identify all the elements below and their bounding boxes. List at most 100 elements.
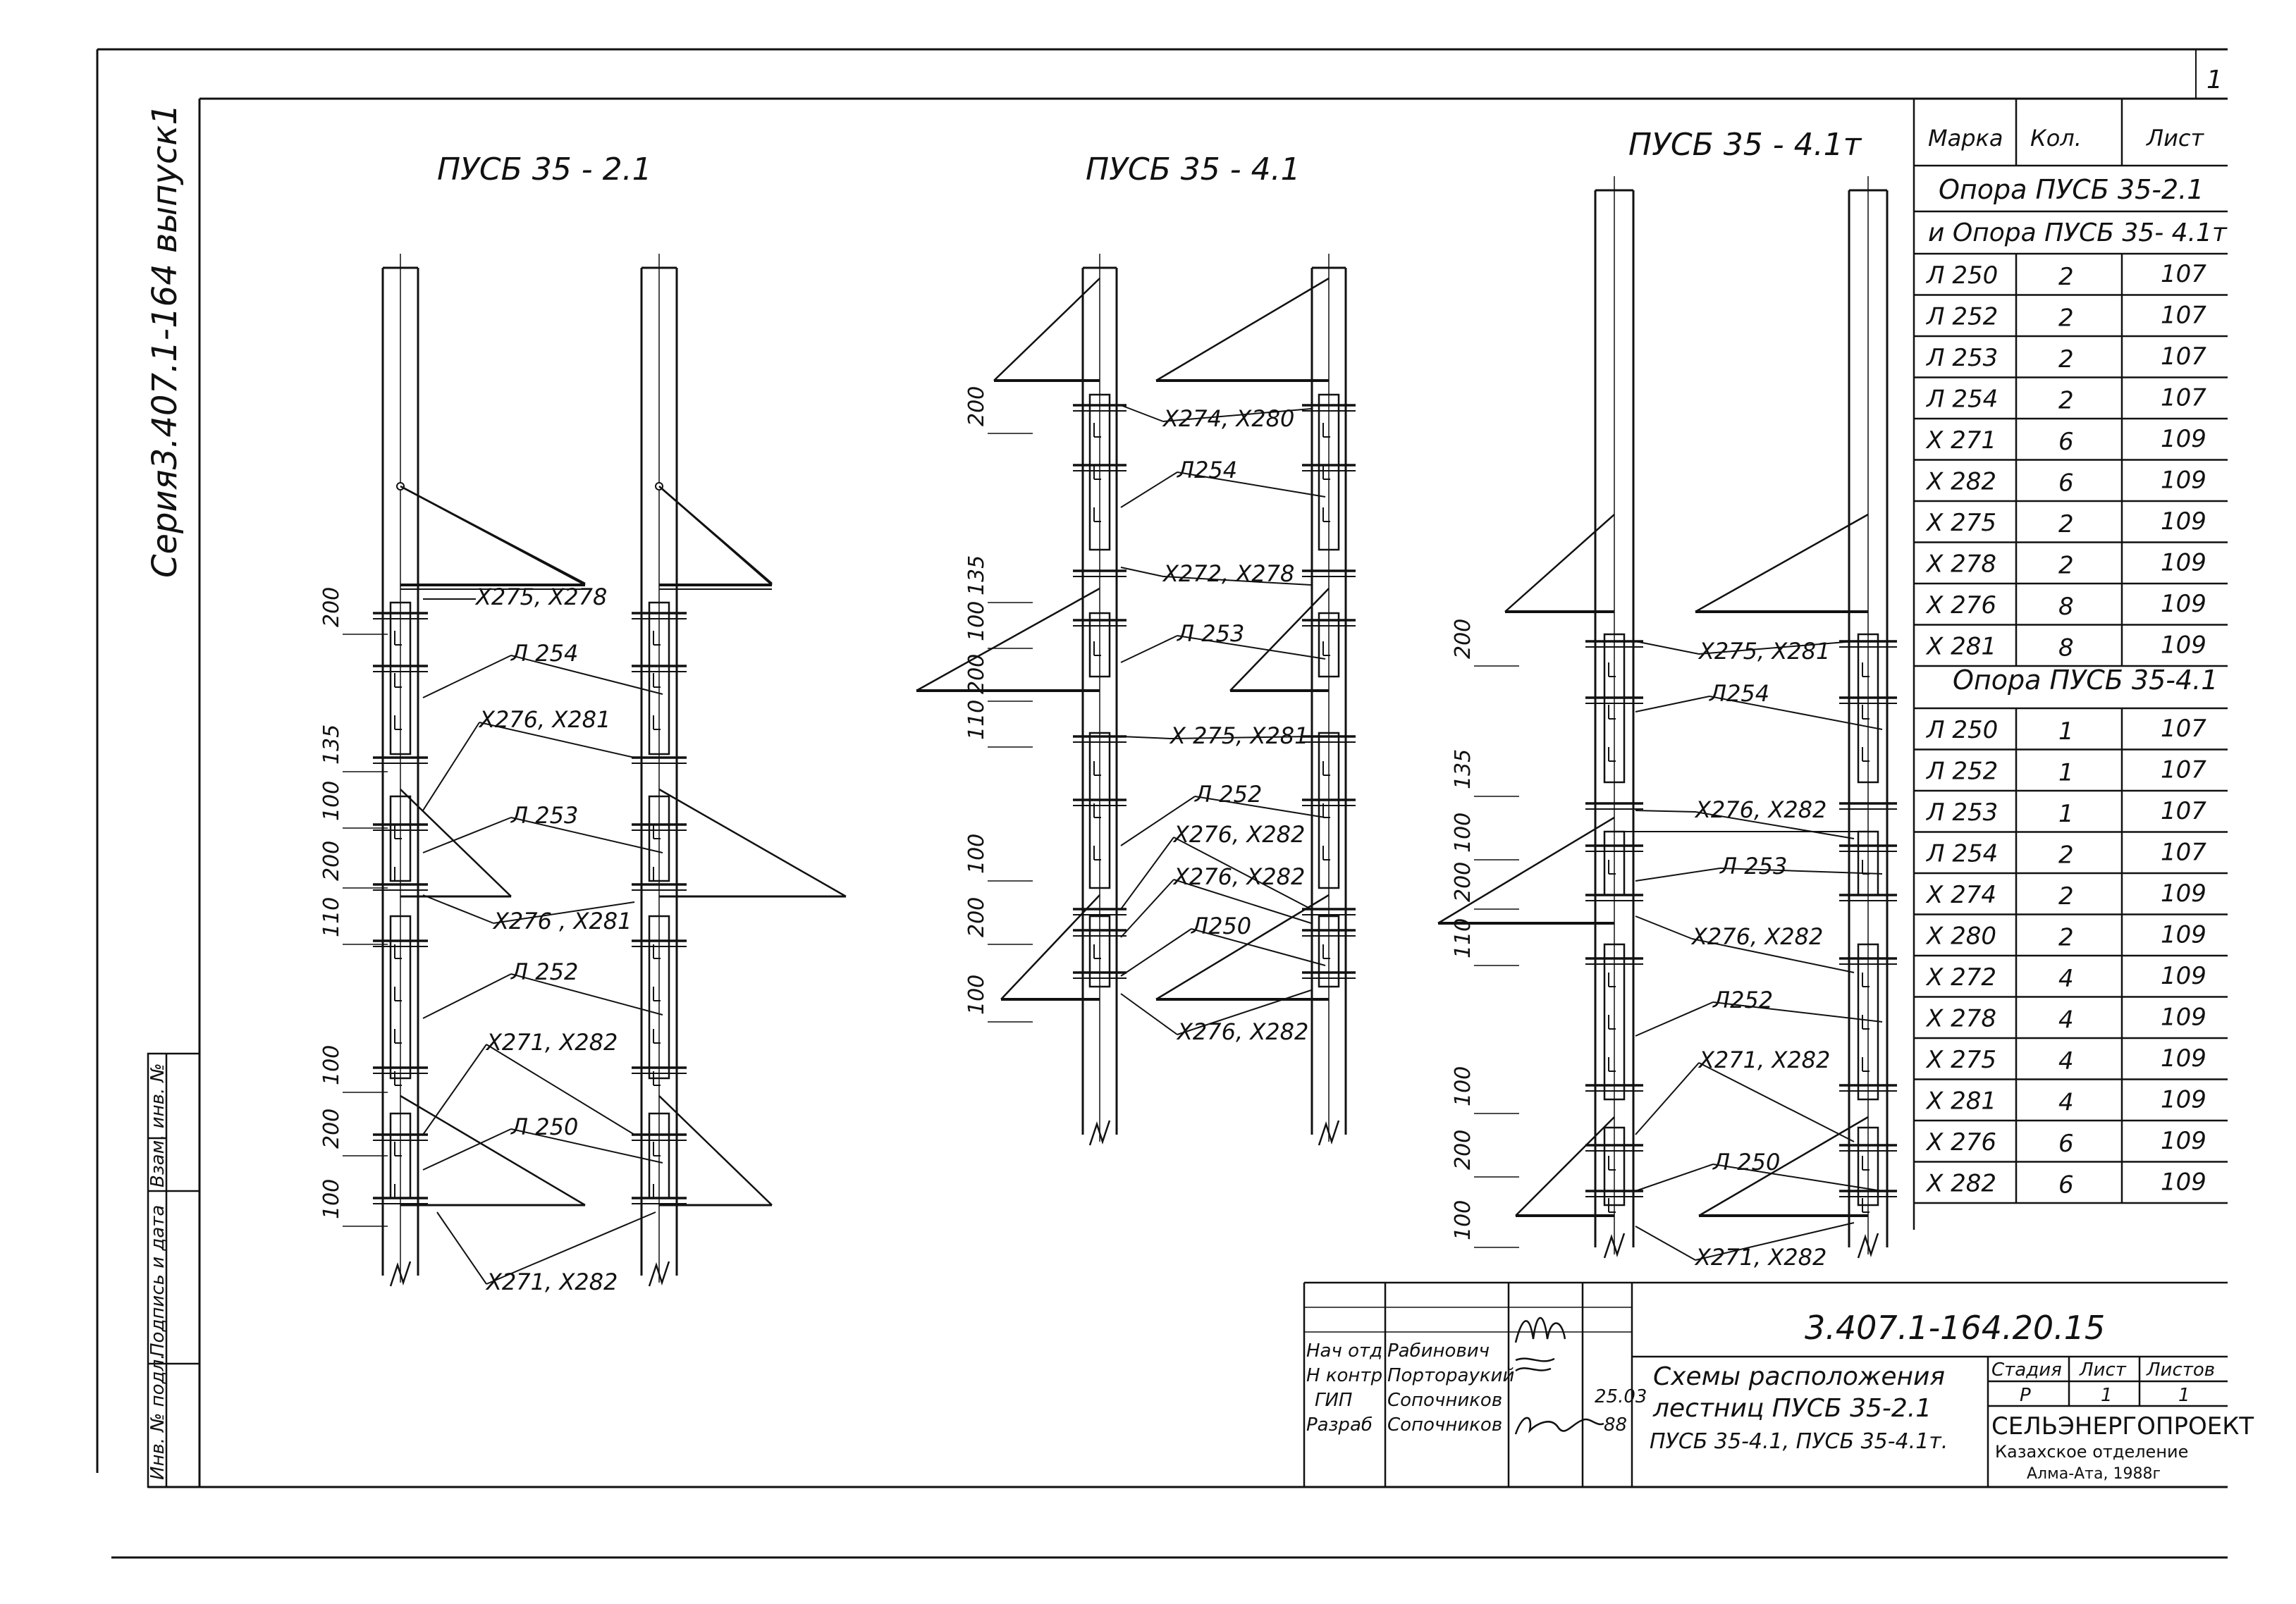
v3-leader (1635, 810, 1696, 813)
v1-dim-1: 135 (319, 724, 344, 765)
v2-leader (1120, 635, 1178, 663)
v2-r4-ladder (1318, 915, 1340, 988)
v2-r3-ladder (1318, 732, 1340, 889)
v1-dim-2: 100 (319, 781, 344, 821)
v2-brace (1155, 277, 1330, 382)
v2-brace (916, 587, 1100, 692)
v2-r2-ladder (1318, 612, 1340, 678)
v3-r4-ladder (1857, 1126, 1879, 1207)
title-line-2: лестниц ПУСБ 35-2.1 (1652, 1394, 1932, 1423)
v2-brace (1000, 894, 1100, 1000)
v2-l2-ladder (1088, 612, 1111, 678)
v1-brace (658, 486, 773, 584)
spec-g2-qty-0: 1 (2058, 717, 2074, 746)
v3-dim-3: 200 (1451, 862, 1475, 902)
spec-g2-mark-8: X 275 (1925, 1046, 1996, 1074)
v1-pole-right-break-mark (648, 1261, 670, 1287)
v2-leader (1120, 471, 1178, 508)
spec-g1-mark-3: Л 254 (1925, 385, 1998, 414)
strip-sign-label: Подпись и дата (147, 1205, 168, 1357)
label-x275-x278: X275, X278 (474, 584, 607, 610)
spec-g1-sheet-9: 109 (2161, 631, 2206, 660)
v1-dim-4: 110 (319, 897, 344, 937)
label-v2-l254: Л254 (1177, 457, 1237, 483)
v3-leader (1635, 641, 1700, 655)
v1-brace (658, 1095, 773, 1206)
spec-g2-qty-11: 6 (2058, 1171, 2074, 1199)
sheet-value: 1 (2101, 1385, 2113, 1406)
spec-g1-sheet-2: 107 (2161, 343, 2206, 371)
spec-g2-sheet-11: 109 (2161, 1168, 2206, 1197)
v3-brace (1698, 1116, 1869, 1217)
spec-g1-sheet-7: 109 (2161, 549, 2206, 577)
v3-dim-2: 100 (1451, 813, 1475, 853)
spec-g2-sheet-9: 109 (2161, 1086, 2206, 1114)
spec-g1-sheet-5: 109 (2161, 467, 2206, 495)
v1-r-ladder (648, 601, 670, 755)
label-v3-x271-x282: X271, X282 (1698, 1047, 1830, 1073)
spec-g2-qty-9: 4 (2058, 1089, 2074, 1117)
spec-g2-sheet-5: 109 (2161, 921, 2206, 949)
spec-g1-qty-2: 2 (2058, 345, 2074, 374)
spec-g2-qty-7: 4 (2058, 1006, 2074, 1035)
label-v2-x274-x280: X274, X280 (1162, 405, 1294, 432)
role-developer: Разраб (1306, 1414, 1373, 1436)
org-branch: Казахское отделение (1995, 1442, 2188, 1462)
v1-leader (479, 722, 635, 758)
v2-leader (1194, 796, 1326, 818)
spec-g2-sheet-6: 109 (2161, 962, 2206, 990)
spec-g2-mark-0: Л 250 (1925, 716, 1998, 744)
v2-leader (1120, 879, 1174, 938)
v2-leader (1120, 736, 1171, 739)
dimensions-layer: 2001351002001101002001002001351002001101… (319, 386, 1519, 1248)
label-v3-l252: Л252 (1712, 987, 1773, 1013)
v3-pole-right-break-mark (1857, 1233, 1879, 1259)
v3-dim-1: 135 (1451, 749, 1475, 789)
label-x276-x281: X276, X281 (478, 706, 610, 733)
label-l250: Л 250 (510, 1113, 578, 1140)
spec-g1-mark-0: Л 250 (1925, 261, 1998, 290)
v3-leader (1698, 641, 1855, 655)
spec-g1-sheet-8: 109 (2161, 590, 2206, 618)
label-v2-x276-x282c: X276, X282 (1176, 1018, 1308, 1045)
label-v3-x276-x282a: X276, X282 (1694, 796, 1827, 823)
v1-leader (422, 973, 512, 1019)
spec-g2-mark-2: Л 253 (1925, 798, 1998, 827)
v3-leader (1635, 1226, 1696, 1261)
spec-g1-sheet-1: 107 (2161, 302, 2206, 330)
spec-g1-mark-4: X 271 (1925, 426, 1996, 455)
spec-group1-title-b: и Опора ПУСБ 35- 4.1т (1928, 218, 2228, 247)
role-gip: ГИП (1315, 1390, 1353, 1411)
v1-leader (510, 817, 663, 853)
spec-g2-mark-9: X 281 (1925, 1087, 1996, 1116)
view-title-3: ПУСБ 35 - 4.1т (1628, 127, 1862, 163)
label-v2-l252: Л 252 (1194, 781, 1262, 808)
v2-dim-6: 200 (964, 897, 989, 937)
v3-brace (1515, 1116, 1615, 1216)
spec-g1-mark-6: X 275 (1925, 509, 1996, 537)
spec-g1-qty-3: 2 (2058, 387, 2074, 415)
series-label: Серия3.407.1-164 выпуск1 (145, 104, 185, 578)
label-x271-x282: X271, X282 (485, 1029, 618, 1056)
v3-dim-7: 100 (1451, 1200, 1475, 1240)
spec-g1-qty-6: 2 (2058, 510, 2074, 538)
signature-marks (1514, 1316, 1604, 1435)
v1-leader (436, 1211, 487, 1285)
sheet-frame (96, 48, 2228, 1559)
v2-leader (1120, 928, 1192, 977)
date-day-month: 25.03 (1595, 1386, 1647, 1407)
name-gip: Сопочников (1387, 1390, 1502, 1411)
org-name: СЕЛЬЭНЕРГОПРОЕКТ (1991, 1412, 2254, 1440)
label-x271-x282b: X271, X282 (485, 1269, 618, 1295)
v2-dim-2: 100 (964, 601, 989, 641)
v1-leader (422, 1044, 487, 1135)
org-city-year: Алма-Ата, 1988г (2027, 1465, 2161, 1483)
v3-leader (1635, 868, 1721, 882)
v3-leader (1712, 1001, 1883, 1023)
view3-labels: X275, X281 Л254 X276, X282 Л 253 X276, X… (1690, 638, 1830, 1271)
v1-leader (422, 655, 512, 698)
label-v3-l253: Л 253 (1719, 853, 1787, 880)
v2-leader (1120, 405, 1164, 422)
spec-g2-sheet-4: 109 (2161, 880, 2206, 908)
v1-leader (422, 817, 512, 853)
